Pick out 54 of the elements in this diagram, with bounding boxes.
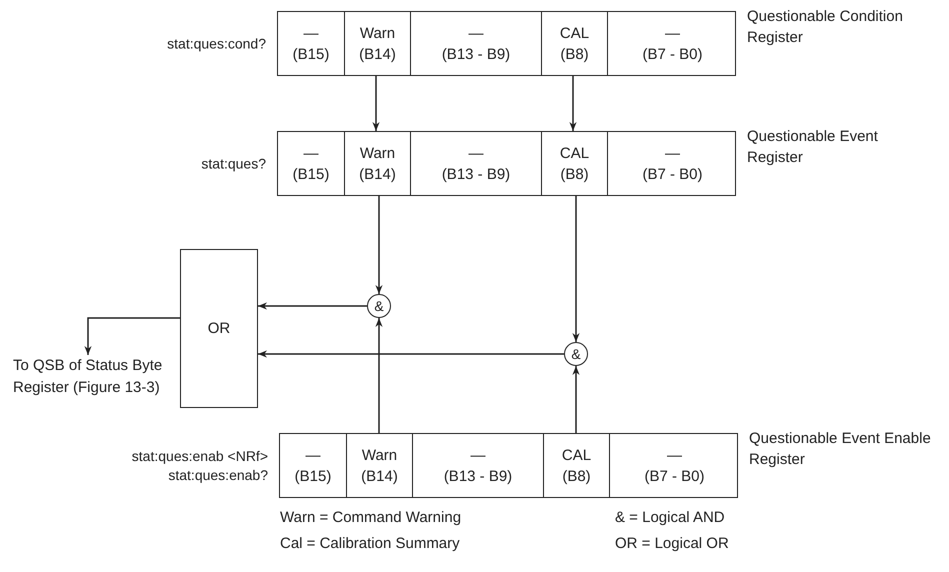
arrow — [572, 196, 580, 342]
command-text: stat:ques:enab <NRf> — [132, 446, 268, 466]
legend-note: Warn = Command Warning — [280, 509, 462, 526]
bit-name: — — [468, 144, 484, 164]
bit-number: (B7 - B0) — [642, 164, 702, 184]
bit-name: CAL — [560, 144, 590, 164]
arrow — [258, 350, 564, 358]
or-gate-box: OR — [180, 249, 258, 408]
bit-name: — — [306, 446, 320, 466]
register-name: Questionable Event Register — [747, 127, 879, 168]
arrow — [569, 76, 577, 131]
bit-name: CAL — [562, 446, 592, 466]
destination-text: To QSB of Status Byte Register (Figure 13-3) — [13, 355, 163, 399]
bit-number: (B8) — [560, 164, 589, 184]
bit-number: (B8) — [560, 44, 589, 64]
bit-name: Warn — [360, 24, 396, 44]
register-name: Questionable Event Enable Register — [749, 429, 932, 470]
arrow — [372, 76, 380, 131]
bit-number: (B7 - B0) — [644, 466, 704, 486]
and-gate-circle: & — [367, 294, 391, 318]
bit-number: (B7 - B0) — [642, 44, 702, 64]
bit-name: — — [468, 24, 484, 44]
command-text: stat:ques:cond? — [167, 34, 266, 53]
bit-name: — — [665, 144, 680, 164]
bit-number: (B8) — [562, 466, 591, 486]
bit-number: (B14) — [359, 44, 396, 64]
arrow — [572, 366, 580, 433]
legend-note: OR = Logical OR — [615, 535, 729, 552]
bit-number: (B14) — [361, 466, 398, 486]
arrow — [84, 317, 180, 355]
bit-number: (B15) — [292, 164, 330, 184]
legend-note: Cal = Calibration Summary — [280, 535, 460, 552]
bit-number: (B14) — [359, 164, 396, 184]
arrow — [375, 196, 383, 294]
register-name: Questionable Condition Register — [747, 7, 904, 48]
arrow — [375, 318, 383, 433]
bit-name: Warn — [362, 446, 398, 466]
and-gate-circle: & — [564, 342, 588, 366]
bit-name: — — [304, 144, 318, 164]
command-text: stat:ques? — [201, 154, 266, 173]
bit-number: (B13 - B9) — [442, 44, 510, 64]
bit-number: (B13 - B9) — [444, 466, 512, 486]
bit-name: Warn — [360, 144, 396, 164]
bit-name: — — [470, 446, 486, 466]
bit-name: — — [665, 24, 680, 44]
bit-number: (B13 - B9) — [442, 164, 510, 184]
legend-note: & = Logical AND — [615, 509, 725, 526]
bit-name: — — [667, 446, 682, 466]
bit-number: (B15) — [292, 44, 330, 64]
bit-name: — — [304, 24, 318, 44]
bit-number: (B15) — [294, 466, 332, 486]
bit-name: CAL — [560, 24, 590, 44]
command-text: stat:ques:enab? — [168, 466, 268, 484]
arrow — [258, 302, 367, 310]
